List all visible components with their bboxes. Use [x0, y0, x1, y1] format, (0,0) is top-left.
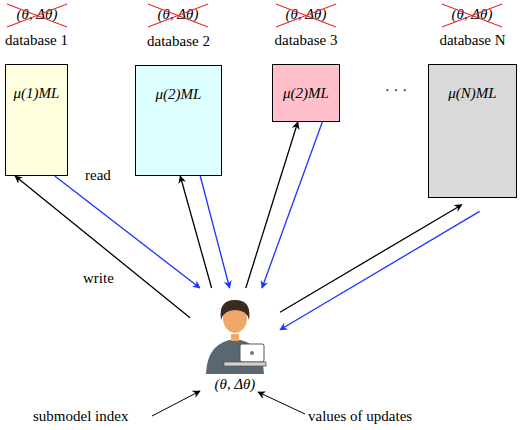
database-box: database 2μ(2)ML [135, 65, 222, 176]
strike-line [276, 4, 336, 27]
edge-label: read [85, 167, 111, 184]
read-arrow [55, 176, 200, 288]
strike-line [148, 4, 208, 27]
database-box: database 1μ(1)ML [5, 64, 68, 176]
read-arrow [262, 122, 322, 288]
struck-tuple: (θ, Δθ) [286, 6, 327, 23]
model-label: μ(N)ML [429, 65, 516, 102]
struck-tuple: (θ, Δθ) [452, 6, 493, 23]
struck-tuple: (θ, Δθ) [17, 6, 58, 23]
read-arrow [280, 211, 480, 329]
strike-line [442, 4, 502, 27]
strike-marks [7, 4, 502, 27]
connector-layer [15, 122, 480, 330]
strike-line [7, 4, 67, 27]
user-icon [190, 288, 280, 374]
user-neck [231, 334, 239, 341]
annotation: submodel index [33, 408, 128, 425]
annotation: values of updates [308, 408, 412, 425]
user-node: (θ, Δθ) [190, 288, 280, 398]
database-box: database 3μ(2)ML [272, 64, 340, 122]
database-box: database Nμ(N)ML [428, 64, 517, 198]
struck-tuple: (θ, Δθ) [158, 6, 199, 23]
tuple-label: (θ, Δθ) [170, 376, 300, 393]
database-title: database 2 [96, 33, 261, 50]
write-arrow [246, 122, 298, 288]
strike-line [7, 4, 67, 27]
laptop-logo [250, 351, 254, 355]
write-arrow [180, 176, 211, 288]
strike-line [148, 4, 208, 27]
laptop-base [224, 362, 266, 366]
read-arrow [200, 176, 229, 288]
leader-arrow [258, 392, 305, 414]
leader-arrow [152, 391, 200, 416]
write-arrow [280, 205, 462, 313]
edge-label: write [83, 270, 114, 287]
user-hair [221, 300, 250, 320]
write-arrow [15, 176, 190, 318]
database-title: database 3 [233, 32, 379, 49]
model-label: μ(2)ML [273, 65, 339, 102]
model-label: μ(1)ML [6, 65, 67, 102]
laptop-screen [240, 344, 264, 362]
database-title: database N [389, 32, 522, 49]
strike-line [276, 4, 336, 27]
strike-line [442, 4, 502, 27]
model-label: μ(2)ML [136, 66, 221, 103]
ellipsis: · · · [385, 82, 408, 99]
user-body [206, 339, 264, 374]
database-title: database 1 [0, 32, 107, 49]
